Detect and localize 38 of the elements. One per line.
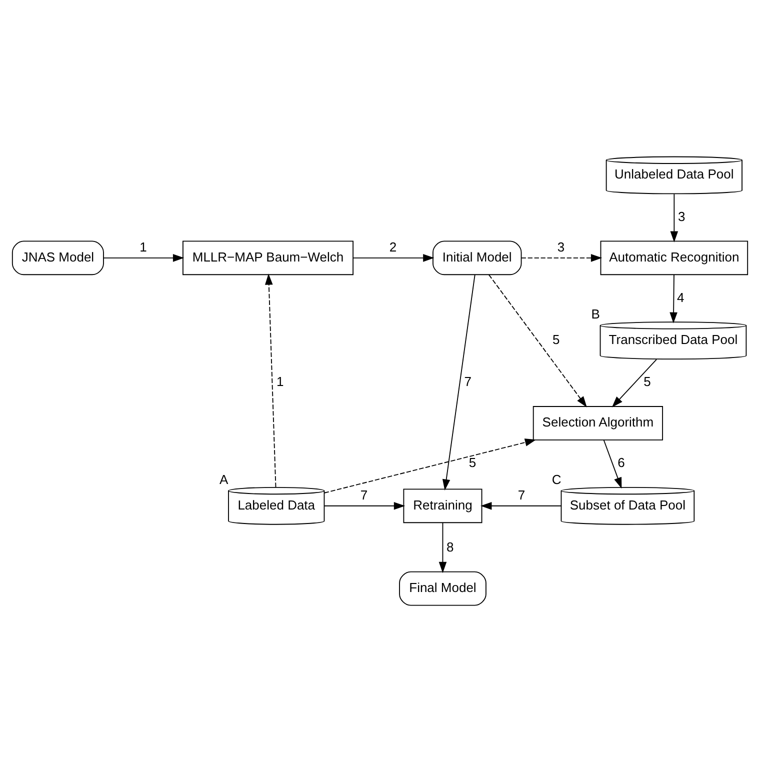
- arrow: [480, 502, 562, 510]
- arrow: [603, 440, 622, 489]
- node-label: B: [591, 306, 600, 322]
- edge-label: 2: [389, 240, 397, 255]
- node-label: C: [552, 472, 562, 487]
- node-box: MLLR−MAP Baum−Welch: [182, 240, 354, 276]
- edge-label: 8: [446, 540, 454, 555]
- arrow: [612, 358, 657, 408]
- arrow: [488, 274, 587, 408]
- arrow: [352, 254, 434, 262]
- arrow: [324, 438, 536, 494]
- arrow: [520, 254, 602, 262]
- edge-label: 7: [360, 488, 368, 503]
- arrow: [442, 274, 476, 490]
- arrow: [264, 274, 276, 488]
- edge-label: 1: [140, 240, 147, 255]
- node-box: JNAS Model: [12, 240, 104, 276]
- node-label: A: [220, 472, 228, 487]
- arrow: [670, 274, 678, 324]
- arrow: [324, 502, 406, 510]
- edge-label: 5: [552, 332, 560, 348]
- node-box: Automatic Recognition: [600, 240, 748, 276]
- arrow: [103, 254, 184, 262]
- node-box: Initial Model: [432, 240, 522, 276]
- arrow: [670, 194, 678, 242]
- edge-label: 1: [276, 374, 284, 390]
- node-box: Final Model: [399, 571, 486, 606]
- edge-label: 4: [677, 290, 684, 305]
- edge-label: 3: [678, 208, 686, 224]
- edge-label: 3: [557, 240, 565, 255]
- edge-label: 7: [518, 488, 526, 503]
- edge-label: 5: [644, 374, 651, 390]
- edge-label: 6: [618, 455, 625, 470]
- edge-label: 5: [468, 455, 476, 470]
- arrow: [438, 522, 447, 574]
- node-box: Selection Algorithm: [532, 406, 664, 440]
- edge-label: 7: [464, 374, 472, 390]
- node-box: Retraining: [403, 488, 482, 524]
